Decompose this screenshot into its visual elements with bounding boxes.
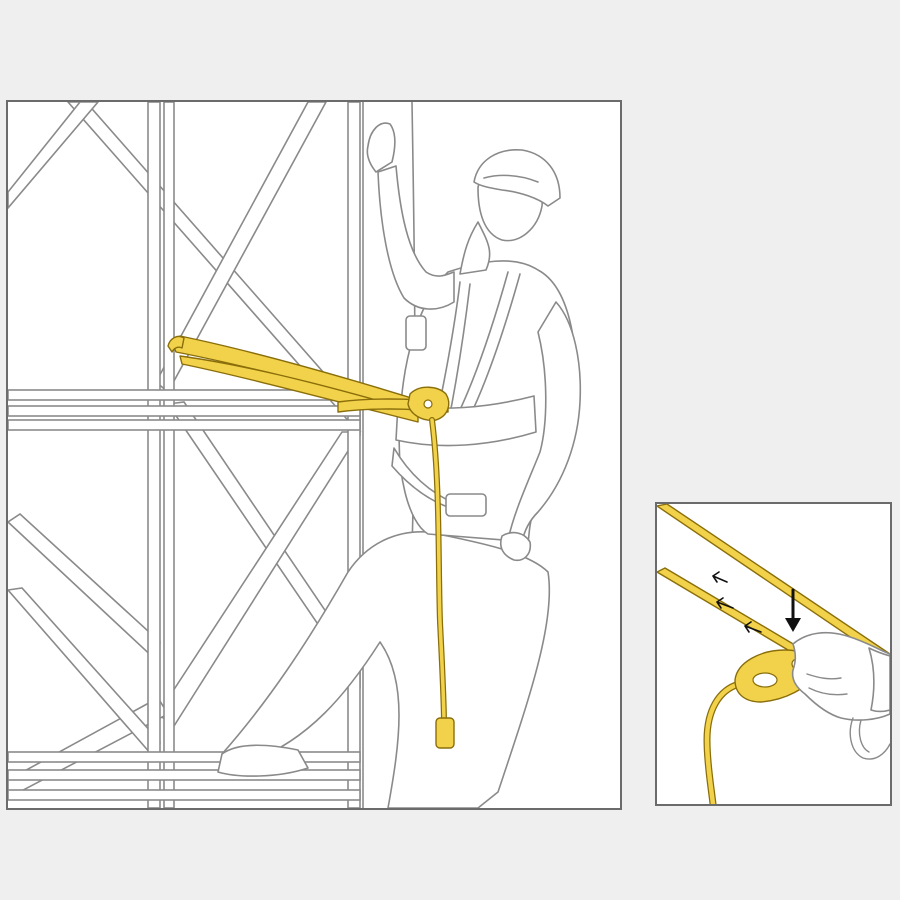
tower-structure (8, 102, 362, 808)
worker-raised-arm (377, 165, 455, 310)
worker-figure (217, 122, 582, 808)
helmet-icon (473, 149, 561, 207)
carabiner (849, 717, 890, 760)
main-illustration: .ln { fill: none; stroke: #8a8a8a; strok… (8, 102, 582, 808)
detail-inset-panel: .rope2 { fill: #f2d24a; stroke: #8a6e0a;… (655, 502, 892, 806)
lanyard-tail (430, 418, 446, 726)
tower-post (147, 102, 161, 808)
harness-buckle (445, 493, 487, 517)
finger-line (806, 673, 842, 680)
left-small-arrow-icon (712, 571, 728, 583)
tower-rail (8, 405, 361, 417)
helmet-brim (483, 174, 539, 183)
worker-lowered-hand (499, 531, 532, 562)
adjuster-slot (752, 672, 778, 688)
worker-legs (221, 531, 551, 808)
tower-post (163, 102, 175, 808)
worker-lowered-arm (507, 301, 582, 543)
chest-device (405, 315, 427, 351)
harness-strap (469, 273, 521, 417)
tower-rail (8, 789, 361, 801)
main-illustration-panel: .ln { fill: none; stroke: #8a8a8a; strok… (6, 100, 622, 810)
finger-line (808, 687, 848, 696)
tower-post (347, 102, 361, 808)
detail-tail (704, 681, 742, 804)
carabiner (858, 719, 870, 753)
sleeve-cuff (868, 647, 890, 713)
detail-upper-strand (657, 504, 890, 665)
tower-rail (8, 751, 361, 763)
lanyard-connector (167, 335, 185, 353)
worker-raised-hand (366, 122, 396, 173)
down-arrow-icon (785, 588, 801, 632)
adjuster-pivot (423, 399, 433, 409)
lanyard-end-stopper (435, 717, 455, 749)
harness-strap (457, 271, 509, 415)
tower-brace (8, 512, 161, 664)
hand (791, 631, 890, 721)
tower-rail (8, 419, 361, 431)
positioning-lanyard (167, 335, 455, 749)
tower-brace (8, 102, 100, 210)
tower-rail (8, 769, 361, 781)
worker-boot (217, 744, 309, 777)
worker-neck (459, 221, 491, 275)
tower-brace (8, 587, 161, 764)
tower-brace (8, 696, 170, 799)
left-small-arrow-icon (744, 621, 762, 633)
left-small-arrow-icon (716, 597, 734, 609)
detail-illustration: .rope2 { fill: #f2d24a; stroke: #8a6e0a;… (657, 504, 890, 804)
